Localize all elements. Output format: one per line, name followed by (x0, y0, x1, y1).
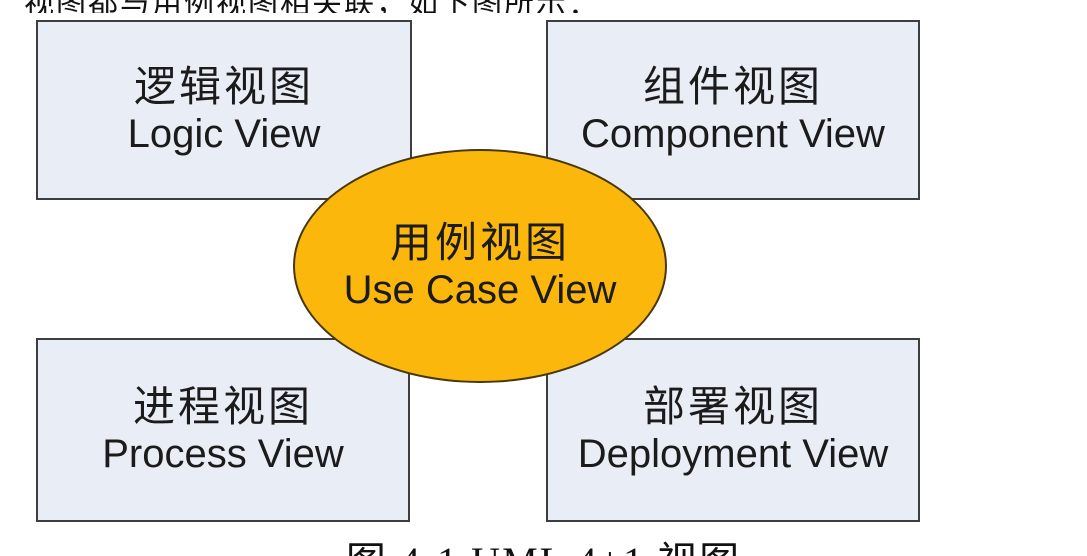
process-view-label-en: Process View (102, 432, 344, 477)
component-view-label-zh: 组件视图 (642, 62, 823, 110)
deployment-view-box: 部署视图 Deployment View (546, 338, 920, 522)
component-view-label-en: Component View (581, 112, 885, 157)
process-view-box: 进程视图 Process View (36, 338, 410, 522)
cropped-text-line-top: 视图都与用例视图相关联，如下图所示： (0, 0, 1087, 13)
component-view-box: 组件视图 Component View (546, 20, 920, 200)
cropped-text-fragment: 视图都与用例视图相关联，如下图所示： (24, 0, 600, 13)
process-view-label-zh: 进程视图 (132, 382, 313, 430)
use-case-view-ellipse: 用例视图 Use Case View (293, 149, 667, 383)
logic-view-label-zh: 逻辑视图 (133, 62, 314, 110)
use-case-view-label-en: Use Case View (343, 268, 617, 313)
figure-caption: 图 4-1 UML 4+1 视图 (0, 529, 1087, 556)
logic-view-label-en: Logic View (127, 112, 321, 157)
deployment-view-label-en: Deployment View (577, 432, 889, 477)
deployment-view-label-zh: 部署视图 (642, 382, 823, 430)
logic-view-box: 逻辑视图 Logic View (36, 20, 412, 200)
use-case-view-label-zh: 用例视图 (389, 218, 570, 266)
